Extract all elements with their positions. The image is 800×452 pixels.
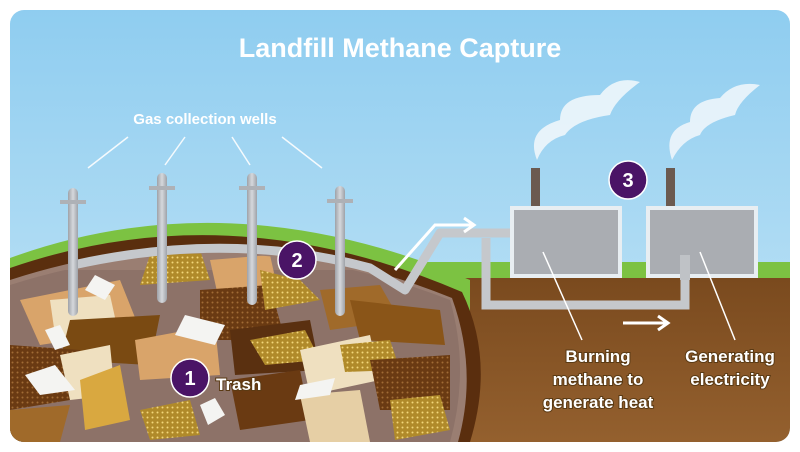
burning-label-line2: methane to <box>553 370 644 389</box>
well <box>239 173 265 305</box>
badge-3-number: 3 <box>622 170 633 192</box>
badge-3: 3 <box>608 160 648 200</box>
well-leader-lines <box>87 136 323 169</box>
chimney-electric <box>666 168 675 210</box>
trash-label: Trash <box>216 375 261 394</box>
heat-plant <box>510 206 622 278</box>
badge-1: 1 <box>170 358 210 398</box>
wells-label: Gas collection wells <box>133 111 276 128</box>
well <box>149 173 175 303</box>
badge-2-number: 2 <box>291 250 302 272</box>
well <box>327 186 353 316</box>
electricity-label-line1: Generating <box>685 347 775 366</box>
plant-leader-lines <box>542 251 736 341</box>
burning-label-line3: generate heat <box>543 393 654 412</box>
chimney-heat <box>531 168 540 210</box>
pipe-to-generator <box>481 238 690 310</box>
gas-collection-wells <box>60 173 353 316</box>
electric-plant <box>646 206 758 278</box>
burning-label-line1: Burning <box>565 347 630 366</box>
badge-2: 2 <box>277 240 317 280</box>
smoke-clouds <box>533 80 760 160</box>
electricity-label-line2: electricity <box>690 370 770 389</box>
gas-flow-arrow <box>393 216 477 271</box>
plant-inlet-pipe <box>680 255 690 280</box>
energy-flow-arrow <box>623 314 671 332</box>
well <box>60 188 86 316</box>
diagram-title: Landfill Methane Capture <box>239 33 562 63</box>
badge-1-number: 1 <box>184 368 195 390</box>
trash-pile <box>10 253 460 442</box>
